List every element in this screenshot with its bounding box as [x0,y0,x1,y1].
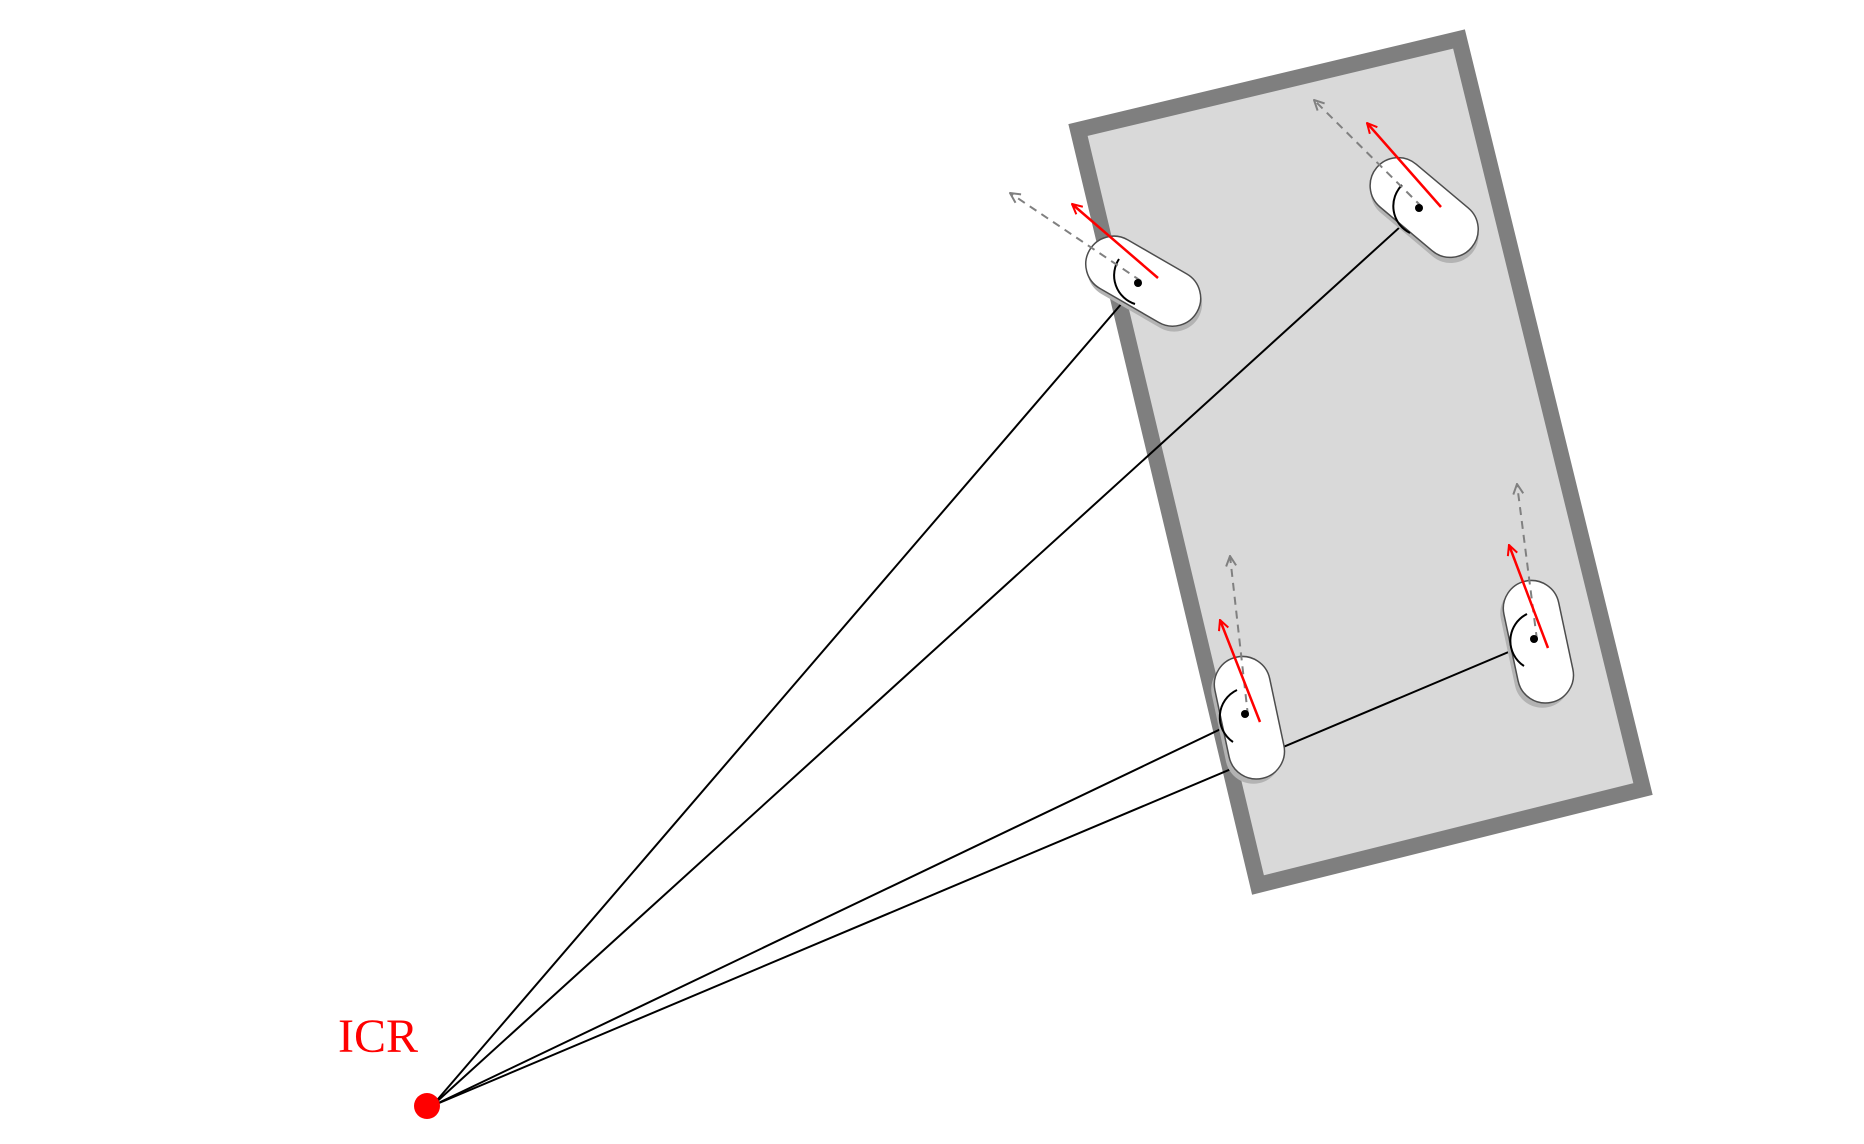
wheel-front-left-annotation [1010,193,1159,305]
radius-lines [431,206,1538,1107]
wheel-center-dot [1134,279,1142,287]
wheel-front-right-annotation [1314,100,1442,234]
icr-label: ICR [338,1010,418,1063]
velocity-arrow [1509,545,1550,649]
radius-line-rear-right [431,639,1538,1107]
vehicle-chassis [1068,29,1653,895]
wheel-rear-left [1211,655,1286,784]
velocity-arrow [1367,123,1442,208]
wheel-center-dot [1241,710,1249,718]
icr-point [414,1093,440,1119]
wheel-body [1085,235,1202,327]
dashed-direction-arrow [1314,100,1423,208]
wheel-body [1213,655,1286,780]
velocity-arrow [1072,204,1159,279]
radius-line-front-left [431,280,1142,1107]
dashed-direction-arrow [1517,484,1538,641]
dashed-direction-arrow [1010,193,1142,282]
angle-arc [1218,689,1238,743]
angle-arc [1509,613,1528,667]
wheel-center-dot [1530,635,1538,643]
radius-line-rear-left [431,715,1249,1107]
wheel-rear-right-annotation [1509,484,1550,667]
velocity-arrow [1220,620,1262,723]
radius-line-front-right [431,206,1423,1107]
wheel-rear-right [1500,579,1575,708]
wheel-rear-left-annotation [1218,556,1262,743]
angle-arc [1392,184,1411,234]
wheel-center-dot [1415,204,1423,212]
